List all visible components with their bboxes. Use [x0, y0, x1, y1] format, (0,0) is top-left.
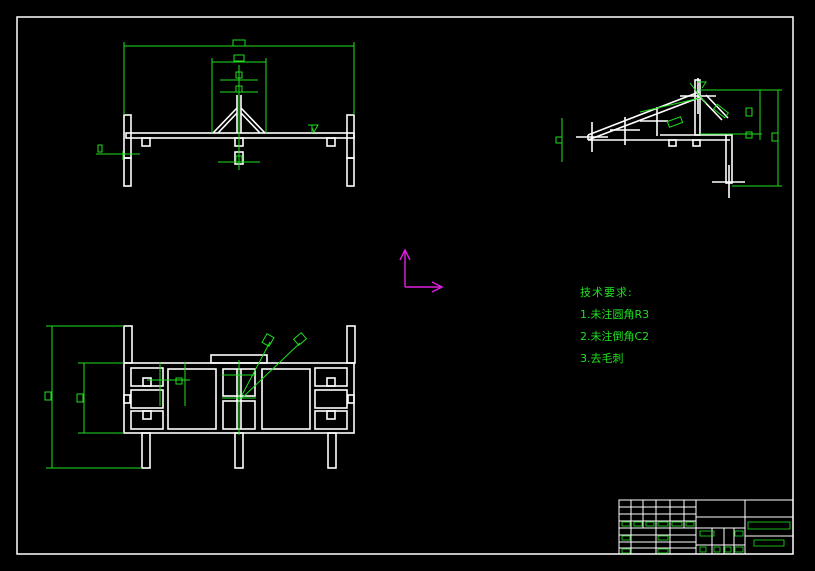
title-block-text-marks [621, 521, 791, 554]
side-view [555, 78, 782, 198]
tech-req-item: 1.未注圆角R3 [580, 308, 650, 321]
tech-req-item: 2.未注倒角C2 [580, 330, 650, 343]
front-view [96, 39, 355, 187]
technical-requirements: 技术要求: 1.未注圆角R3 2.未注倒角C2 3.去毛刺 [580, 282, 649, 370]
ucs-axis-icon [399, 248, 444, 293]
tech-req-item: 3.去毛刺 [580, 352, 624, 365]
drawing-frame [16, 16, 794, 555]
top-view [44, 325, 356, 469]
tech-req-title: 技术要求: [580, 286, 633, 299]
title-block [618, 499, 794, 555]
